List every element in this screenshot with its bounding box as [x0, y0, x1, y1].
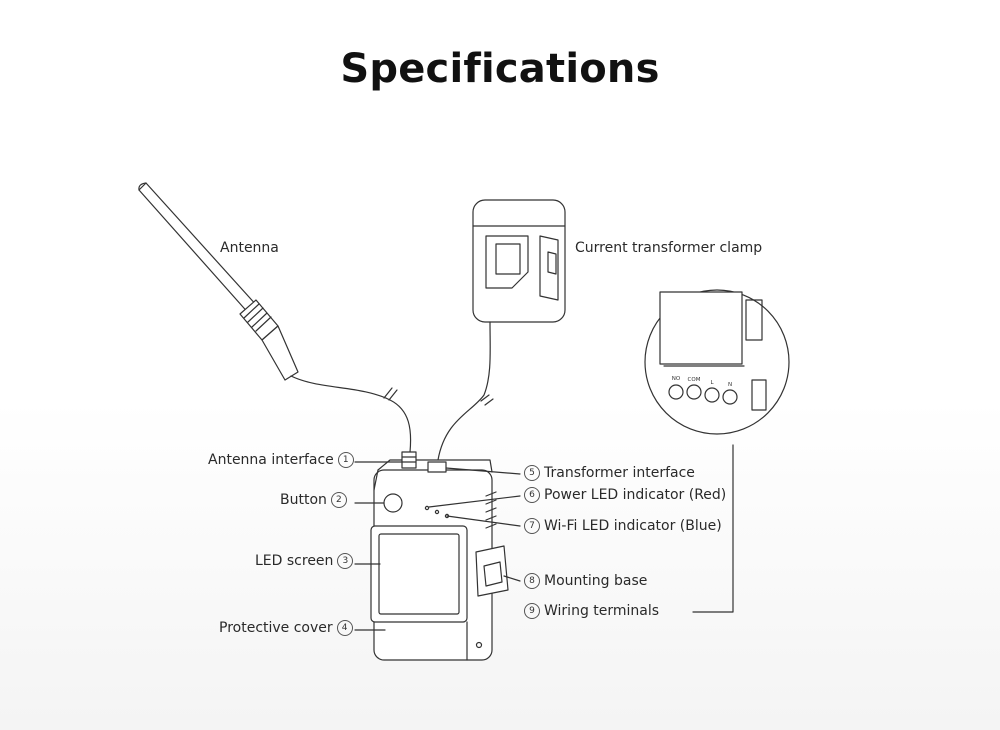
terminal-label-n: N [728, 382, 732, 388]
callout-number-1: 1 [337, 452, 354, 468]
callout-current-transformer-clamp: Current transformer clamp [575, 240, 763, 256]
current-transformer-clamp-illustration [437, 199, 566, 461]
terminal-label-l: L [710, 380, 714, 386]
callout-number-7: 7 [524, 518, 540, 534]
callout-antenna: Antenna [220, 240, 279, 256]
terminal-label-no: NO [672, 376, 681, 382]
callout-text: Transformer interface [544, 465, 695, 481]
terminal-magnifier-illustration [644, 289, 790, 613]
callout-number-2: 2 [330, 492, 347, 508]
callout-text: Wi-Fi LED indicator (Blue) [544, 518, 722, 534]
callout-text: Power LED indicator (Red) [544, 487, 727, 503]
callout-text: LED screen [255, 553, 334, 569]
callout-number-8: 8 [524, 573, 540, 589]
callout-text: Antenna interface [208, 452, 334, 468]
antenna-illustration [138, 182, 412, 453]
terminal-label-com: COM [688, 377, 701, 383]
callout-text: Wiring terminals [544, 603, 660, 619]
callout-number-3: 3 [337, 553, 354, 569]
callout-text: Button [280, 492, 327, 508]
callout-text: Mounting base [544, 573, 648, 589]
callout-number-6: 6 [524, 487, 540, 503]
callout-number-9: 9 [524, 603, 540, 619]
page-title: Specifications [340, 46, 660, 92]
callout-text: Protective cover [219, 620, 333, 636]
callout-number-5: 5 [524, 465, 540, 481]
callout-number-4: 4 [336, 620, 353, 636]
device-illustration [370, 451, 509, 661]
